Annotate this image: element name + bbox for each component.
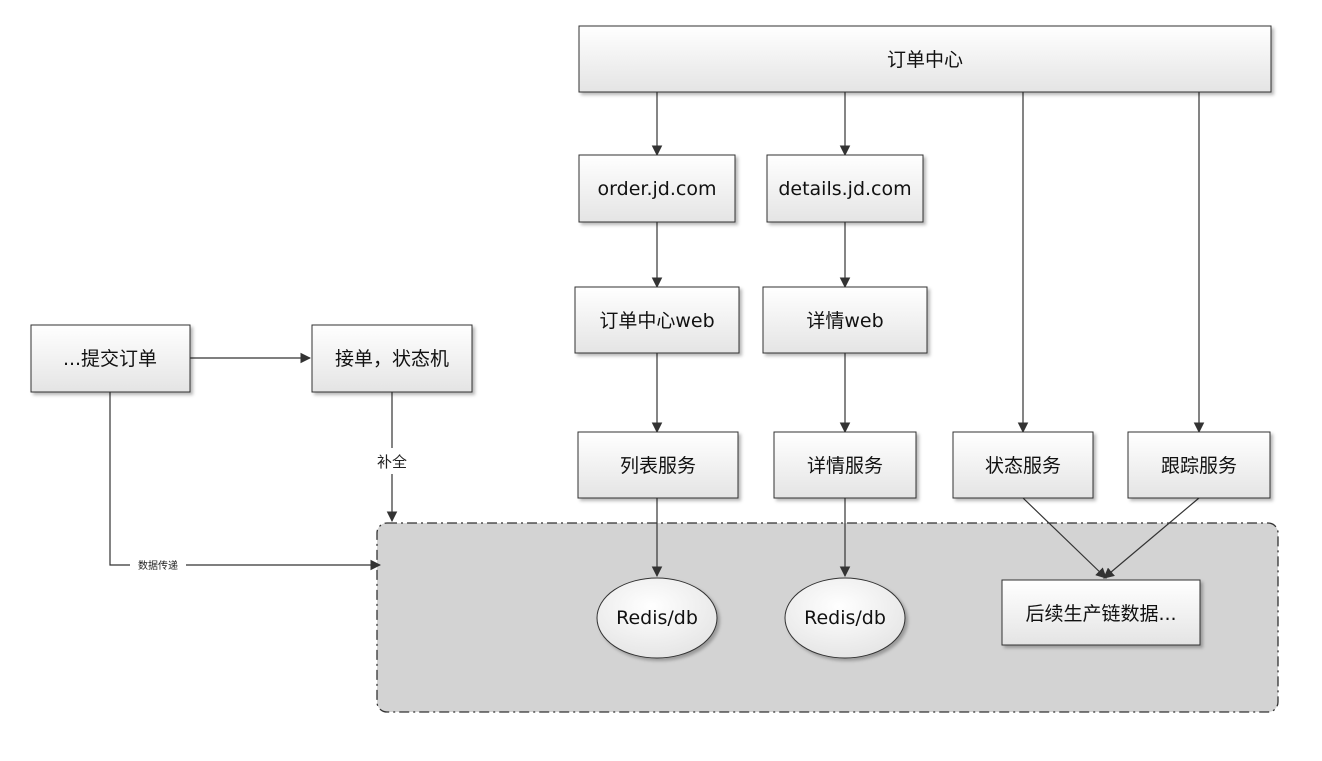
node-status-service: 状态服务 bbox=[952, 431, 1094, 499]
node-downstream-data: 后续生产链数据... bbox=[1001, 579, 1201, 646]
node-redis-db-2: Redis/db bbox=[784, 577, 906, 659]
node-redis-db-1-label: Redis/db bbox=[616, 607, 698, 629]
edges bbox=[109, 92, 1205, 579]
node-redis-db-2-label: Redis/db bbox=[804, 607, 886, 629]
node-tracking-service: 跟踪服务 bbox=[1127, 431, 1271, 499]
node-details-site-label: details.jd.com bbox=[778, 178, 911, 200]
node-accept-order-label: 接单，状态机 bbox=[335, 348, 449, 370]
node-downstream-data-label: 后续生产链数据... bbox=[1025, 603, 1176, 625]
node-submit-order-label: ...提交订单 bbox=[63, 348, 157, 370]
node-details-service-label: 详情服务 bbox=[807, 455, 883, 477]
node-accept-order: 接单，状态机 bbox=[311, 324, 473, 393]
node-list-service-label: 列表服务 bbox=[620, 455, 696, 477]
edge-label-data-transfer: 数据传递 bbox=[138, 559, 178, 572]
edge-submit-to-storage-upper bbox=[109, 392, 130, 566]
node-tracking-service-label: 跟踪服务 bbox=[1161, 455, 1237, 477]
edge-tracking-to-downstream bbox=[1103, 497, 1200, 579]
node-details-site: details.jd.com bbox=[766, 154, 924, 223]
node-status-service-label: 状态服务 bbox=[985, 455, 1061, 477]
node-redis-db-1: Redis/db bbox=[596, 577, 718, 659]
node-submit-order: ...提交订单 bbox=[30, 324, 191, 393]
node-order-center: 订单中心 bbox=[578, 25, 1272, 93]
edge-label-complete: 补全 bbox=[377, 453, 407, 471]
node-details-service: 详情服务 bbox=[773, 431, 917, 499]
node-details-web-label: 详情web bbox=[806, 310, 883, 332]
node-order-site-label: order.jd.com bbox=[598, 178, 717, 200]
node-list-service: 列表服务 bbox=[577, 431, 739, 499]
node-details-web: 详情web bbox=[762, 286, 928, 354]
node-order-site: order.jd.com bbox=[578, 154, 736, 223]
edge-status-to-downstream bbox=[1022, 497, 1107, 579]
node-order-center-web-label: 订单中心web bbox=[599, 310, 714, 332]
node-order-center-label: 订单中心 bbox=[887, 49, 963, 71]
node-order-center-web: 订单中心web bbox=[574, 286, 740, 354]
